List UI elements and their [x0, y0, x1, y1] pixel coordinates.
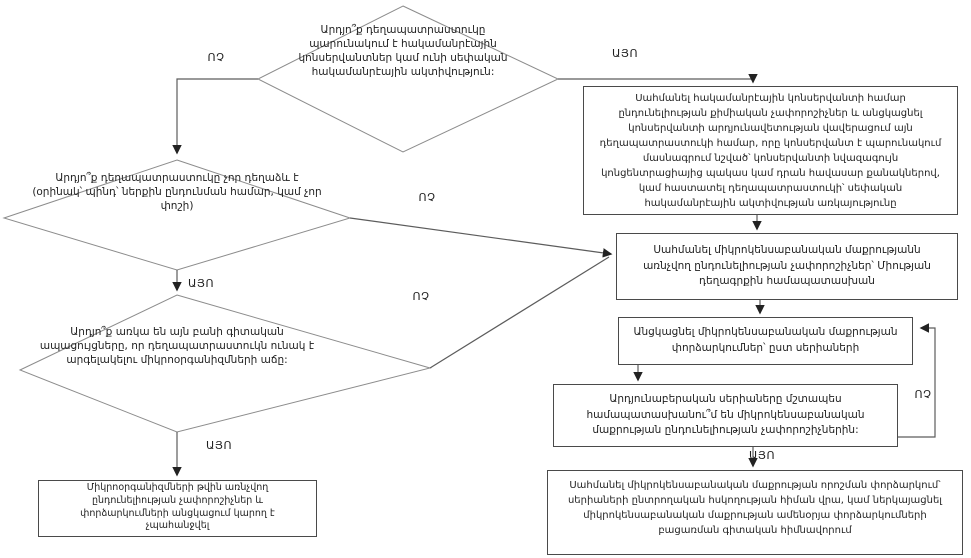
process-box-skip-testing-justification: Սահմանել միկրոկենսաբանական մաքրության որ…	[547, 470, 963, 555]
process-box-batch-testing-text: Անցկացնել միկրոկենսաբանական մաքրության փ…	[633, 326, 898, 354]
branch-label-no-1: ՈՉ	[207, 51, 225, 64]
process-box-batch-compliance-question-text: Արդյունաբերական սերիաները մշտապես համապա…	[586, 392, 865, 437]
decision-dry-form-text: Արդյո՞ք դեղապատրաստուկը չոր դեղաձև է (օր…	[32, 172, 322, 212]
connector-no-d2-to-box-b	[349, 217, 613, 258]
branch-label-yes-3: ԱՅՈ	[206, 439, 232, 452]
connector-no-d3-to-box-b	[429, 256, 610, 369]
decision-growth-inhibition-text: Արդյո՞ք առկա են այն բանի գիտական ապացույ…	[39, 326, 315, 366]
decision-preservative-diamond-shape	[256, 5, 560, 153]
branch-label-yes-4: ԱՅՈ	[749, 449, 775, 462]
branch-label-yes-1: ԱՅՈ	[612, 47, 638, 60]
branch-label-no-4: ՈՉ	[914, 388, 932, 401]
connector-no-d1-to-d2	[172, 78, 258, 155]
branch-label-no-3: ՈՉ	[412, 290, 430, 303]
process-box-pharmacopoeia-criteria: Սահմանել միկրոկենսաբանական մաքրությանն ա…	[616, 233, 958, 300]
process-box-no-criteria-required: Միկրոօրգանիզմների թվին առնչվող ընդունելի…	[38, 480, 317, 537]
process-box-no-criteria-required-text: Միկրոօրգանիզմների թվին առնչվող ընդունելի…	[80, 481, 275, 532]
connector-no-box-d-loop-to-box-c	[898, 323, 936, 438]
process-box-skip-testing-justification-text: Սահմանել միկրոկենսաբանական մաքրության որ…	[567, 480, 943, 536]
branch-label-yes-2: ԱՅՈ	[188, 277, 214, 290]
process-box-batch-testing: Անցկացնել միկրոկենսաբանական մաքրության փ…	[618, 317, 913, 365]
connector-yes-d1-to-box-a	[558, 73, 758, 84]
process-box-batch-compliance-question: Արդյունաբերական սերիաները մշտապես համապա…	[553, 384, 898, 447]
process-box-pharmacopoeia-criteria-text: Սահմանել միկրոկենսաբանական մաքրությանն ա…	[643, 243, 931, 288]
process-box-preservative-criteria-text: Սահմանել հակամանրէային կոնսերվանտի համար…	[599, 92, 942, 209]
branch-label-no-2: ՈՉ	[418, 191, 436, 204]
process-box-preservative-criteria: Սահմանել հակամանրէային կոնսերվանտի համար…	[583, 86, 958, 215]
decision-preservative-text: Արդյո՞ք դեղապատրաստուկը պարունակում է հա…	[298, 24, 508, 78]
